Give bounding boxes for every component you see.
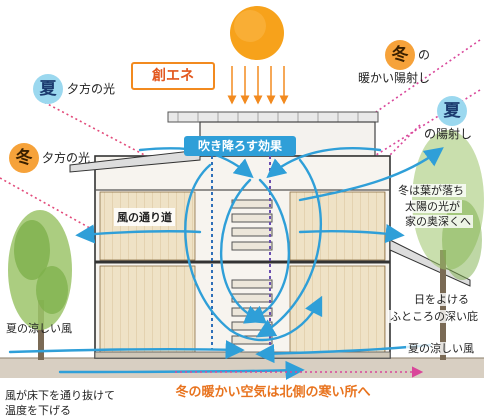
winter-evening-label: 夕方の光 xyxy=(42,151,91,165)
summer-breeze-left-label: 夏の涼しい風 xyxy=(6,322,72,335)
winter-sunlight-label: 暖かい陽射し xyxy=(358,71,431,85)
sun-energy-label: 創エネ xyxy=(131,62,215,90)
tree-icon-right xyxy=(412,130,484,360)
tree-icon xyxy=(8,210,72,360)
summer-badge-right: 夏 xyxy=(437,96,467,126)
summer-sunlight-label: の陽射し xyxy=(424,127,473,141)
winter-leaves-line-3: 家の奥深くへ xyxy=(403,215,473,228)
winter-badge-left: 冬 xyxy=(9,143,39,173)
winter-badge-right: 冬 xyxy=(385,40,415,70)
wind-path-label: 風の通り道 xyxy=(114,208,175,226)
underfloor-line-1: 風が床下を通り抜けて xyxy=(5,389,115,402)
winter-leaves-line-1: 冬は葉が落ち xyxy=(396,184,466,197)
winter-suffix-label: の xyxy=(418,48,431,62)
bottom-caption: 冬の暖かい空気は北側の寒い所へ xyxy=(175,385,371,400)
airflow-arrow-icon xyxy=(8,147,444,380)
summer-sun-ray xyxy=(359,89,481,166)
summer-evening-ray xyxy=(39,99,231,201)
sun-icon xyxy=(230,6,284,60)
winter-leaves-line-2: 太陽の光が xyxy=(403,200,462,213)
summer-badge-left: 夏 xyxy=(33,74,63,104)
eaves-line-1: 日をよける xyxy=(412,293,471,306)
underfloor-line-2: 温度を下げる xyxy=(5,404,71,417)
ground xyxy=(0,358,484,378)
summer-breeze-right-label: 夏の涼しい風 xyxy=(406,342,476,355)
downdraft-label: 吹き降ろす効果 xyxy=(184,136,296,156)
sun-arrows xyxy=(227,66,289,105)
eaves-line-2: ふところの深い庇 xyxy=(388,310,480,323)
solar-panel xyxy=(167,111,379,123)
summer-evening-label: 夕方の光 xyxy=(67,82,116,96)
